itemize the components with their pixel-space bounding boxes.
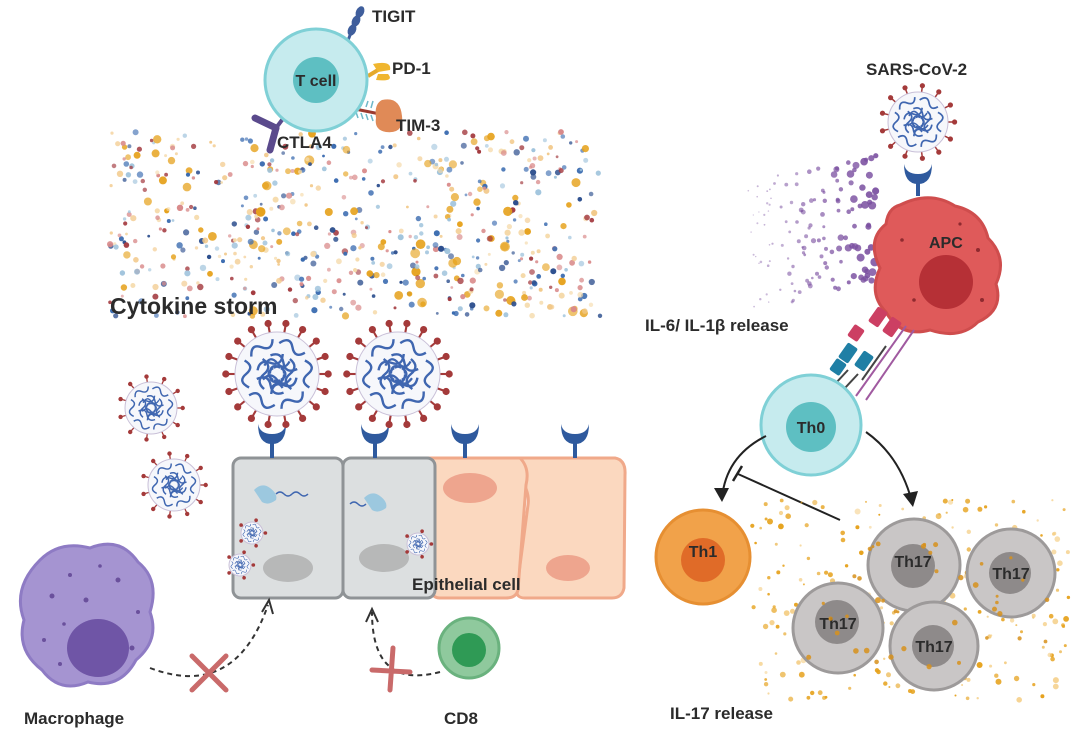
th17-cell (866, 517, 962, 613)
macrophage-cell (18, 542, 155, 688)
ace2-receptor-icon (561, 424, 589, 458)
virus-particle-icon (405, 529, 434, 559)
apc-label: APC (929, 235, 963, 252)
th0-label: Th0 (797, 420, 826, 437)
il17-particles-front (806, 541, 1050, 670)
sars-cov-2-particles (118, 83, 958, 580)
tigit-label: TIGIT (372, 7, 416, 26)
ctla4-label: CTLA4 (277, 133, 332, 152)
ace2-receptor-icon (258, 424, 286, 458)
tim3-label: TIM-3 (396, 116, 440, 135)
virus-particle-icon (222, 319, 332, 429)
virus-particle-icon (141, 451, 208, 519)
virus-particle-icon (879, 83, 958, 161)
apc-cell (872, 196, 1002, 336)
macrophage-label: Macrophage (24, 709, 124, 728)
block-x-icon (369, 645, 413, 693)
cytokine-storm-label: Cytokine storm (110, 293, 277, 319)
th17-label: Th17 (894, 554, 931, 571)
apc-receptor-icon (904, 164, 932, 196)
th17-cell (791, 581, 885, 675)
th0-cell (759, 373, 863, 477)
mhc-tcr-complex-icon (821, 306, 915, 403)
cd8-label: CD8 (444, 709, 478, 728)
th17-label: Th17 (915, 639, 952, 656)
pd1-receptor-icon (366, 62, 391, 81)
healthy-epithelial-cell (410, 456, 529, 600)
th17-label: Th17 (819, 616, 856, 633)
virus-particle-icon (227, 550, 256, 580)
th1-label: Th1 (689, 544, 718, 561)
il6-il1b-particles (747, 153, 883, 308)
infected-epithelial-cell (341, 456, 437, 600)
virus-particle-icon (239, 518, 268, 548)
exhausted-t-cell: T cell (251, 6, 403, 154)
healthy-epithelial-cell (515, 456, 627, 600)
il6-il1b-release-label: IL-6/ IL-1β release (645, 316, 789, 335)
block-x-icon (189, 653, 229, 693)
pd1-label: PD-1 (392, 59, 431, 78)
th1-cell (654, 508, 752, 606)
cd8-t-cell (437, 616, 501, 680)
ace2-receptor-icon (451, 424, 479, 458)
t-cell-label: T cell (296, 73, 337, 90)
blocked-cd8-arrow (365, 606, 441, 693)
th17-cell (965, 527, 1057, 619)
epithelial-layer (231, 424, 627, 600)
th17-label: Th17 (992, 566, 1029, 583)
differentiation-arrows (714, 431, 918, 521)
blocked-macrophage-arrow (149, 597, 274, 693)
il17-release-label: IL-17 release (670, 704, 773, 723)
epithelial-cell-label: Epithelial cell (412, 575, 521, 594)
sars-cov-2-label: SARS-CoV-2 (866, 60, 967, 79)
virus-particle-icon (118, 374, 185, 442)
ace2-receptor-icon (361, 424, 389, 458)
cytokine-storm-particles (107, 129, 603, 320)
virus-particle-icon (343, 319, 453, 429)
